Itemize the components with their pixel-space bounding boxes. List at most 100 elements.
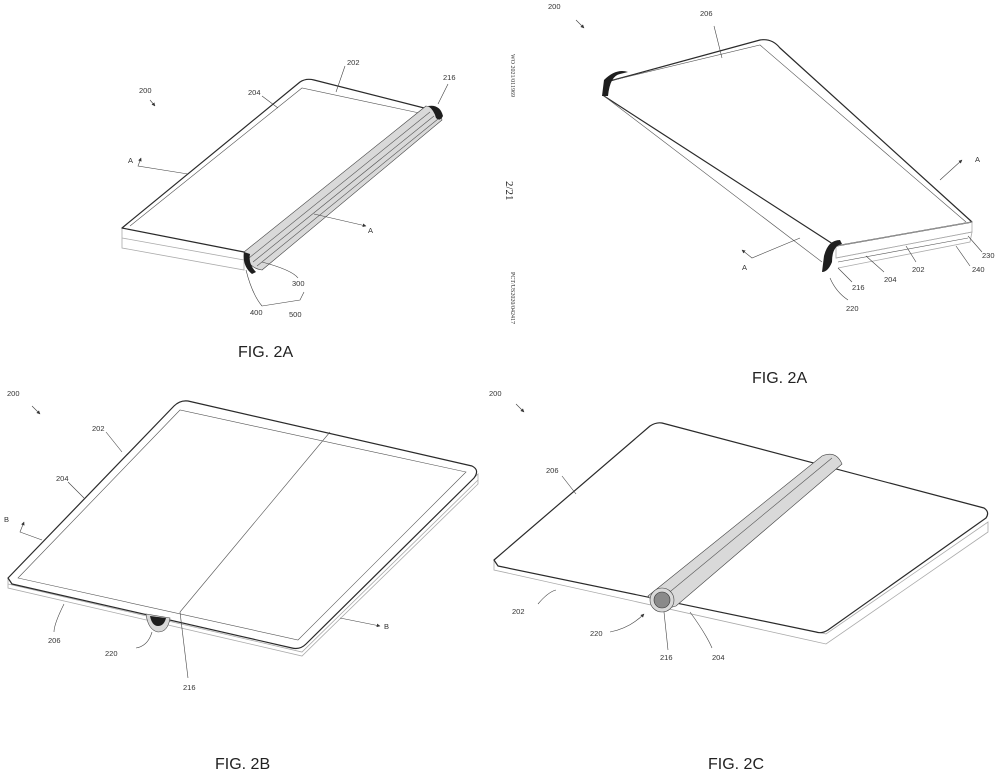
label-display: 204 <box>56 474 69 483</box>
leader-300 <box>261 261 299 279</box>
hinge-line-2 <box>252 115 435 263</box>
hinge-slot <box>837 237 969 263</box>
leader-200 <box>515 403 525 413</box>
leader-204 <box>261 95 279 109</box>
figure-caption: FIG. 2A <box>238 344 293 361</box>
leader-202 <box>335 65 346 93</box>
label-section-left: A <box>128 156 133 165</box>
lower-body-side <box>121 237 245 261</box>
label-display: 204 <box>884 275 897 284</box>
leader-202 <box>105 431 123 453</box>
label-section-right: A <box>368 226 373 235</box>
label-device: 200 <box>7 389 20 398</box>
hinge-line-1 <box>248 111 431 259</box>
label-layer-240: 240 <box>972 265 985 274</box>
figure-caption: FIG. 2C <box>708 756 764 773</box>
section-line-left <box>741 237 801 259</box>
application-number: PCT/US2020/042417 <box>509 272 515 324</box>
section-line-left <box>137 157 189 175</box>
lower-layer-2 <box>835 231 973 269</box>
device-drawing <box>121 78 443 274</box>
leader-216 <box>663 611 669 651</box>
hinge-end-bottom <box>822 240 842 272</box>
section-line-right <box>313 213 367 228</box>
leader-230 <box>967 235 983 253</box>
label-device: 200 <box>139 86 152 95</box>
label-section-left: A <box>742 263 747 272</box>
figure-2c: 200 206 202 220 216 204 FIG. 2C <box>489 389 989 773</box>
leader-240 <box>955 245 971 267</box>
figure-caption: FIG. 2B <box>215 756 270 773</box>
device-drawing <box>493 422 989 645</box>
hinge-end-fill <box>653 591 671 609</box>
leader-220 <box>829 277 849 301</box>
leader-216 <box>837 267 853 283</box>
leader-216 <box>437 83 449 105</box>
label-back: 206 <box>546 466 559 475</box>
back-face-inset <box>613 44 967 223</box>
hinge-end-top <box>602 71 628 96</box>
label-back: 206 <box>48 636 61 645</box>
label-hinge: 216 <box>443 73 456 82</box>
hinge-end-cap-front <box>243 252 256 274</box>
label-section-right: A <box>975 155 980 164</box>
display-face <box>7 400 478 650</box>
display-inset <box>17 409 467 641</box>
section-line-left <box>19 521 43 541</box>
figure-caption: FIG. 2A <box>752 370 807 387</box>
label-section-right: B <box>384 622 389 631</box>
leader-206 <box>713 25 723 59</box>
lower-body <box>493 521 989 645</box>
leader-202 <box>905 245 917 263</box>
fold-line <box>179 431 331 613</box>
hinge-end-cap <box>428 105 443 120</box>
leader-220 <box>609 613 645 633</box>
label-device: 200 <box>489 389 502 398</box>
device-drawing <box>7 400 479 657</box>
leader-206 <box>561 475 577 495</box>
leader-206 <box>53 603 65 633</box>
label-display: 204 <box>248 88 261 97</box>
publication-number: WO 2021/011969 <box>509 54 515 97</box>
top-face-inset <box>129 87 425 227</box>
figure-2b: 200 202 204 B B 206 220 216 FIG. 2B <box>4 389 479 773</box>
figure-2a-right: 200 206 A A 230 240 202 204 216 220 FIG.… <box>548 2 995 387</box>
back-face <box>603 39 973 247</box>
label-hinge: 216 <box>660 653 673 662</box>
label-hinge-end: 220 <box>846 304 859 313</box>
leader-400 <box>245 269 263 307</box>
label-housing: 202 <box>347 58 360 67</box>
sheet-number: 2/21 <box>503 181 515 201</box>
label-fold: 216 <box>183 683 196 692</box>
leader-200 <box>149 99 156 107</box>
section-line-right <box>339 617 381 628</box>
label-layer-b: 500 <box>289 310 302 319</box>
label-housing: 202 <box>512 607 525 616</box>
label-display: 204 <box>712 653 725 662</box>
label-hinge: 216 <box>852 283 865 292</box>
leader-204 <box>67 481 85 499</box>
label-section-left: B <box>4 515 9 524</box>
long-edge <box>603 95 823 263</box>
label-back: 206 <box>700 9 713 18</box>
leader-200 <box>31 405 41 415</box>
label-device: 200 <box>548 2 561 11</box>
label-housing: 202 <box>912 265 925 274</box>
leader-220 <box>135 631 153 649</box>
label-layer-230: 230 <box>982 251 995 260</box>
leader-202 <box>537 589 557 605</box>
hinge-hole <box>150 616 166 626</box>
label-hinge-end: 220 <box>590 629 603 638</box>
section-line-right <box>939 159 963 181</box>
hinge-highlight <box>659 457 833 601</box>
label-bend: 300 <box>292 279 305 288</box>
label-hinge-end: 220 <box>105 649 118 658</box>
leader-204 <box>689 611 713 649</box>
leader-500 <box>261 291 305 307</box>
figure-2a-left: 200 202 204 216 A A 300 400 500 FIG. 2A <box>121 58 456 361</box>
leader-200 <box>575 19 585 29</box>
device-drawing <box>602 39 973 272</box>
lower-body-edge <box>7 479 479 653</box>
leader-204 <box>865 255 885 273</box>
